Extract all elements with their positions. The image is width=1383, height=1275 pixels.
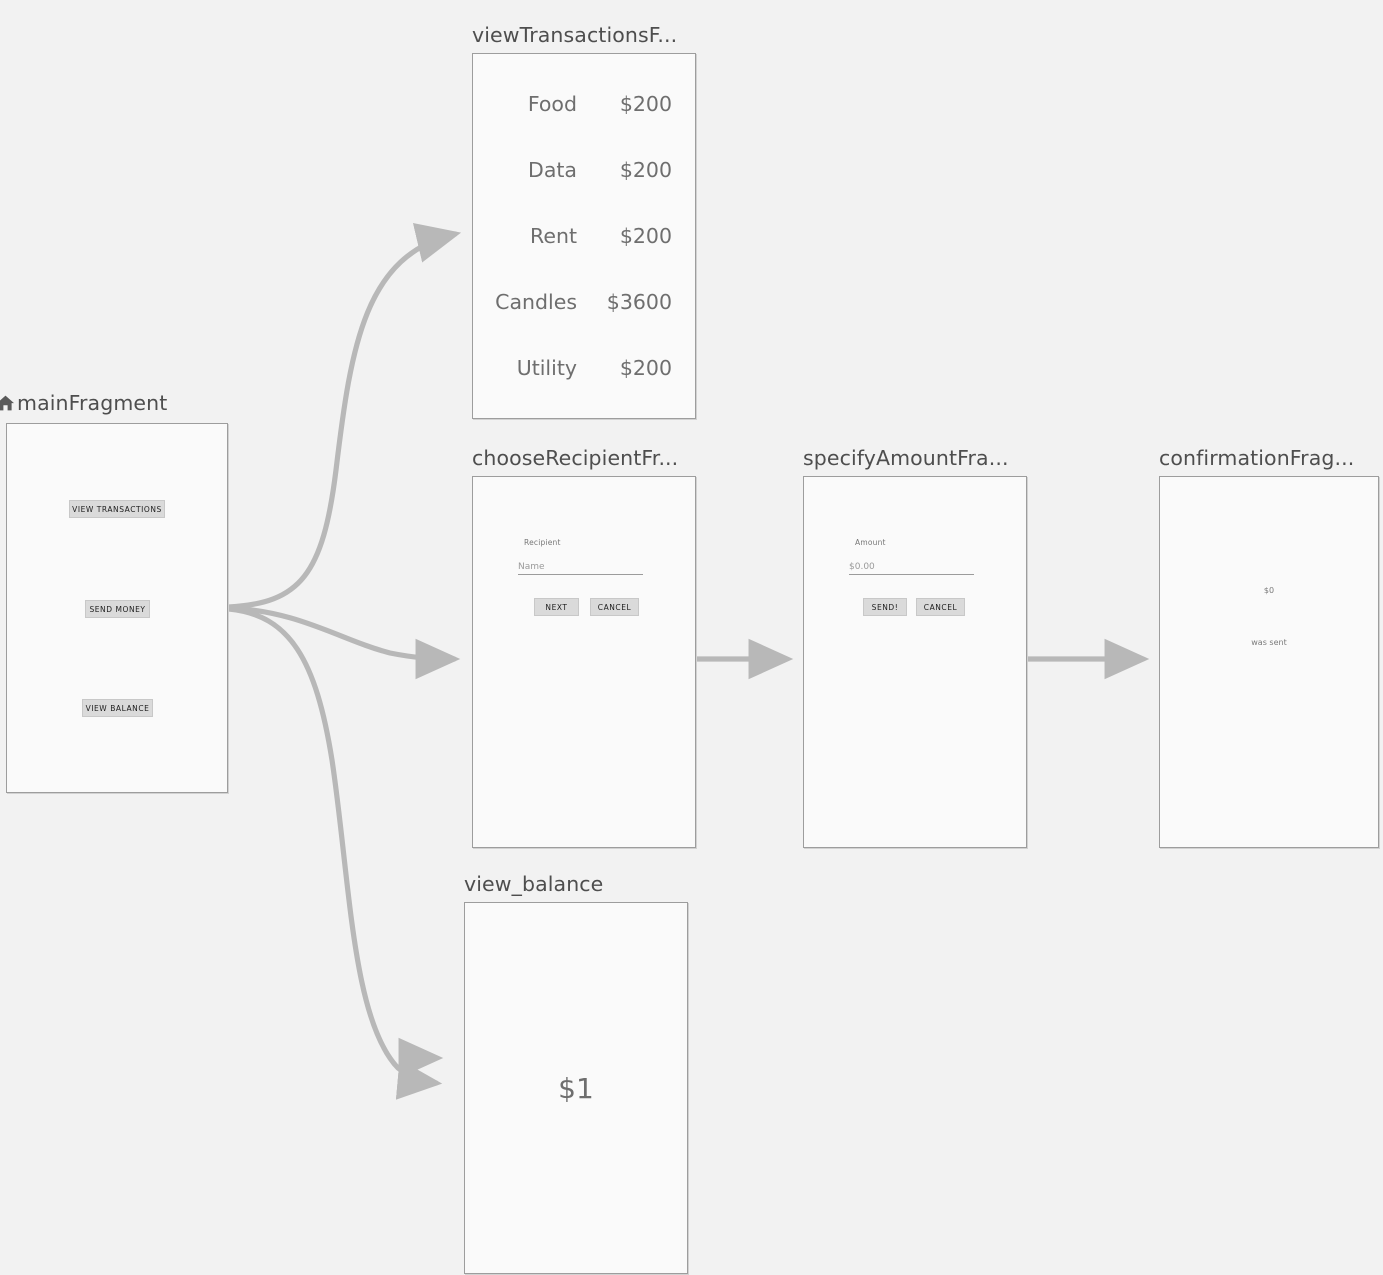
destination-frame — [472, 53, 696, 419]
transaction-amount: $200 — [619, 92, 672, 116]
destination-frame — [803, 476, 1027, 848]
destination-label: chooseRecipientFr... — [472, 446, 679, 470]
table-row: Utility $200 — [472, 353, 696, 383]
destination-view-balance[interactable]: view_balance $1 — [464, 872, 688, 1274]
preview-button-view-balance[interactable]: VIEW BALANCE — [82, 699, 153, 717]
transaction-name: Data — [528, 158, 577, 182]
destination-label: view_balance — [464, 872, 604, 896]
destination-label-mainfragment: mainFragment — [0, 390, 167, 418]
transaction-amount: $3600 — [606, 290, 672, 314]
preview-button-view-transactions[interactable]: VIEW TRANSACTIONS — [69, 500, 165, 518]
transaction-name: Food — [527, 92, 577, 116]
recipient-name-input[interactable]: Name — [518, 562, 643, 575]
destination-label: viewTransactionsF... — [472, 23, 678, 47]
form-field-label: Amount — [855, 538, 886, 547]
destination-mainfragment[interactable]: mainFragment VIEW TRANSACTIONS SEND MONE… — [0, 391, 228, 793]
preview-button-cancel[interactable]: CANCEL — [916, 598, 965, 616]
transaction-list-preview: Food $200 Data $200 Rent $200 Candles $3… — [472, 53, 696, 419]
table-row: Candles $3600 — [472, 287, 696, 317]
transaction-amount: $200 — [619, 356, 672, 380]
transaction-amount: $200 — [619, 158, 672, 182]
table-row: Food $200 — [472, 89, 696, 119]
destination-chooserecipientfragment[interactable]: chooseRecipientFr... Recipient Name NEXT… — [472, 446, 696, 848]
action-main-to-viewtransactions[interactable] — [226, 223, 462, 610]
destination-label: confirmationFrag... — [1159, 446, 1355, 470]
confirmation-amount: $0 — [1263, 585, 1275, 595]
destination-label: specifyAmountFra... — [803, 446, 1009, 470]
preview-button-cancel[interactable]: CANCEL — [590, 598, 639, 616]
destination-confirmationfragment[interactable]: confirmationFrag... $0 was sent — [1159, 446, 1379, 848]
form-preview: Recipient Name NEXT CANCEL — [472, 476, 696, 848]
table-row: Rent $200 — [472, 221, 696, 251]
destination-frame — [464, 902, 688, 1274]
action-main-to-viewbalance[interactable] — [226, 606, 443, 1100]
destination-specifyamountfragment[interactable]: specifyAmountFra... Amount $0.00 SEND! C… — [803, 446, 1027, 848]
home-icon — [0, 392, 15, 418]
action-main-to-chooserecipient[interactable] — [226, 605, 461, 680]
destination-viewtransactionsfragment[interactable]: viewTransactionsF... Food $200 Data $200… — [472, 23, 696, 419]
transaction-name: Utility — [516, 356, 577, 380]
confirmation-message: was sent — [1251, 637, 1287, 647]
preview-button-next[interactable]: NEXT — [534, 598, 579, 616]
form-preview: Amount $0.00 SEND! CANCEL — [803, 476, 1027, 848]
destination-label-text: mainFragment — [17, 391, 168, 415]
table-row: Data $200 — [472, 155, 696, 185]
button-menu-preview: VIEW TRANSACTIONS SEND MONEY VIEW BALANC… — [6, 423, 228, 793]
destination-frame — [472, 476, 696, 848]
transaction-name: Candles — [495, 290, 577, 314]
balance-preview: $1 — [464, 902, 688, 1274]
transaction-amount: $200 — [619, 224, 672, 248]
preview-button-send-money[interactable]: SEND MONEY — [85, 600, 150, 618]
amount-input[interactable]: $0.00 — [849, 562, 974, 575]
destination-frame — [1159, 476, 1379, 848]
balance-amount: $1 — [558, 1072, 594, 1105]
preview-button-send[interactable]: SEND! — [863, 598, 907, 616]
form-field-label: Recipient — [524, 538, 561, 547]
transaction-name: Rent — [530, 224, 577, 248]
confirmation-preview: $0 was sent — [1159, 476, 1379, 848]
